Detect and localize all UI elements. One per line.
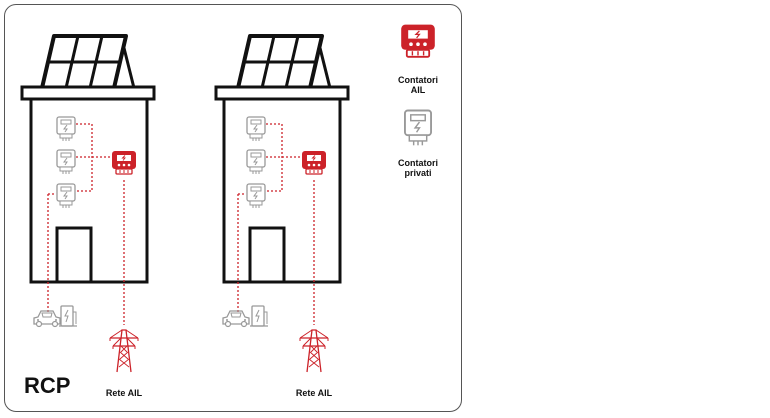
legend-private-label: Contatori privati <box>398 158 438 178</box>
electric-car-icon <box>33 310 61 328</box>
ail-meter-icon <box>301 150 327 175</box>
legend-private-meter-icon <box>404 109 432 147</box>
building-2 <box>214 34 350 373</box>
transmission-tower-icon <box>109 329 139 373</box>
door-icon <box>248 226 286 284</box>
charging-station-icon <box>58 305 78 327</box>
private-meter-icon <box>56 149 76 175</box>
diagram-title: RCP <box>24 373 71 398</box>
private-meter-icon <box>56 183 76 209</box>
electric-car-icon <box>222 310 250 328</box>
transmission-tower-icon <box>299 329 329 373</box>
private-meter-icon <box>246 116 266 142</box>
private-meter-icon <box>56 116 76 142</box>
solar-panel-icon <box>236 34 332 90</box>
building-1 <box>20 34 156 373</box>
diagram-frame <box>4 4 462 412</box>
legend-ail-label: Contatori AIL <box>398 75 438 95</box>
legend-ail-meter-icon <box>400 23 436 58</box>
door-icon <box>55 226 93 284</box>
solar-panel-icon <box>40 34 136 90</box>
ail-meter-icon <box>111 150 137 175</box>
private-meter-icon <box>246 183 266 209</box>
charging-station-icon <box>249 305 269 327</box>
grid-label-1: Rete AIL <box>105 388 143 398</box>
grid-label-2: Rete AIL <box>295 388 333 398</box>
private-meter-icon <box>246 149 266 175</box>
